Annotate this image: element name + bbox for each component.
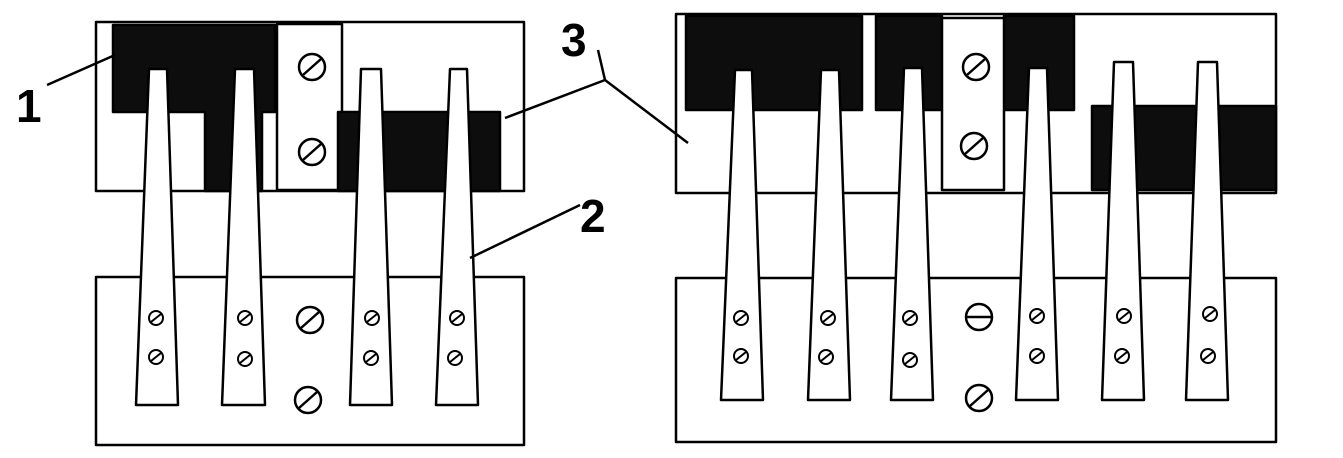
- left-finger: [348, 67, 394, 407]
- callout-label-2: 2: [580, 190, 606, 242]
- leader-2: [469, 203, 581, 260]
- right-lower-block: [674, 276, 1278, 444]
- right-assembly: [674, 12, 1278, 444]
- leader-3-left: [504, 78, 606, 120]
- callout-label-1: 1: [16, 80, 42, 132]
- right-finger: [806, 68, 852, 402]
- right-lower-screw: [964, 383, 994, 413]
- right-screw-insert: [940, 16, 1006, 192]
- left-upper-screw: [297, 137, 327, 167]
- left-lower-screw: [295, 305, 325, 335]
- right-finger-screws: [733, 306, 1218, 368]
- right-finger: [889, 66, 935, 402]
- left-finger: [134, 67, 180, 407]
- right-dark-piece-a: [684, 14, 864, 112]
- right-finger: [1014, 66, 1060, 402]
- callout-label-3: 3: [561, 14, 587, 66]
- left-finger-screws: [148, 310, 465, 367]
- right-upper-screw: [961, 52, 991, 82]
- left-finger: [434, 67, 480, 407]
- leader-1: [46, 53, 116, 87]
- left-lower-screw: [293, 385, 323, 415]
- left-finger: [220, 67, 267, 407]
- callout-leaders: [46, 49, 689, 260]
- right-upper-screw: [959, 131, 989, 161]
- left-assembly: [94, 20, 526, 447]
- leader-3-stem: [596, 49, 607, 81]
- right-lower-screw: [964, 302, 994, 332]
- right-finger: [1100, 60, 1146, 402]
- left-upper-screw: [297, 52, 327, 82]
- leader-3-right: [604, 79, 689, 144]
- right-finger: [719, 68, 765, 402]
